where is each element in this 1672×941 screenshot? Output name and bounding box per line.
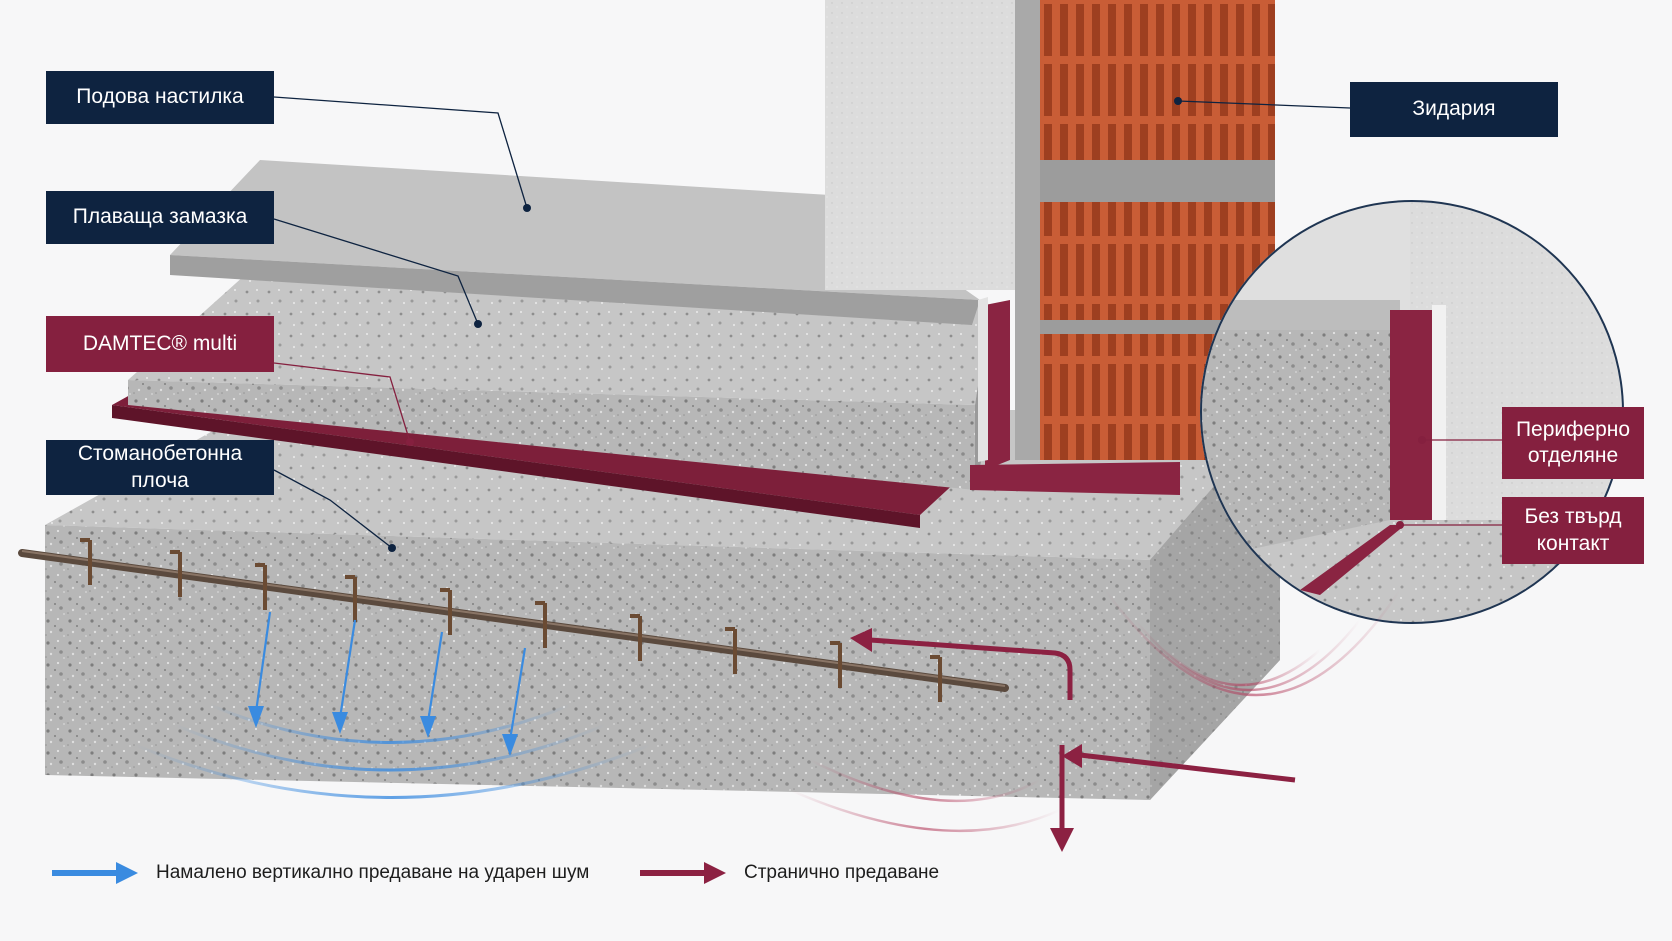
rebar bbox=[18, 538, 1009, 702]
blue-arrow-icon bbox=[52, 862, 138, 884]
red-arrow-icon bbox=[640, 862, 726, 884]
label-rc-slab: Стоманобетонна плоча bbox=[46, 440, 274, 495]
leader-dots bbox=[388, 97, 1426, 552]
label-peripheral-separation: Периферно отделяне bbox=[1502, 407, 1644, 479]
floor-covering bbox=[170, 160, 980, 325]
leader-lines bbox=[273, 96, 1502, 549]
legend-flanking-text: Странично предаване bbox=[744, 862, 940, 883]
flanking-transmission-arrows bbox=[789, 589, 1402, 852]
vertical-transmission-arrows bbox=[134, 611, 651, 799]
label-no-rigid-contact: Без твърд контакт bbox=[1502, 497, 1644, 564]
label-masonry: Зидария bbox=[1350, 82, 1558, 137]
label-floating-screed: Плаваща замазка bbox=[46, 191, 274, 244]
legend-vertical: Намалено вертикално предаване на ударен … bbox=[50, 858, 589, 888]
edge-insulation-strip bbox=[970, 297, 1180, 495]
label-floor-covering: Подова настилка bbox=[46, 71, 274, 124]
label-damtec: DAMTEC® multi bbox=[46, 316, 274, 372]
masonry-wall bbox=[825, 0, 1275, 460]
legend-flanking: Странично предаване bbox=[638, 858, 939, 888]
legend-vertical-text: Намалено вертикално предаване на ударен … bbox=[156, 862, 590, 883]
